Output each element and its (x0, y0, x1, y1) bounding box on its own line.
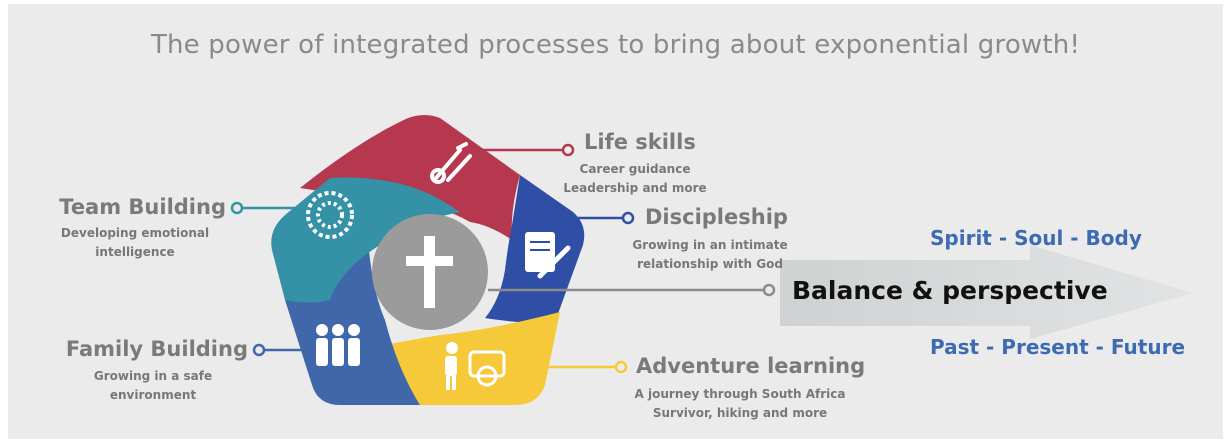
arrow-top-text: Spirit - Soul - Body (930, 226, 1142, 250)
label-team-building-line-1: Developing emotional (60, 226, 210, 240)
tools-icon (430, 142, 472, 184)
label-team-building-heading: Team Building (59, 195, 226, 219)
label-discipleship-heading: Discipleship (645, 205, 788, 229)
connector-dot-life-skills (561, 143, 575, 157)
connector-dot-discipleship (621, 211, 635, 225)
label-life-skills-line-1: Career guidance (579, 162, 691, 176)
label-discipleship-line-2: relationship with God (637, 257, 783, 271)
label-family-building-heading: Family Building (65, 337, 248, 361)
connector-dot-adventure-learning (614, 360, 628, 374)
balance-arrow (780, 245, 1193, 339)
label-adventure-learning-heading: Adventure learning (636, 354, 866, 378)
label-discipleship-line-1: Growing in an intimate (632, 238, 788, 252)
connector-dot-team-building (230, 201, 244, 215)
label-family-building-line-2: environment (109, 388, 197, 402)
notebook-pen-icon (525, 232, 571, 279)
label-adventure-learning-line-2: Survivor, hiking and more (652, 406, 828, 420)
connector-dot-family-building (252, 343, 266, 357)
arrow-label: Balance & perspective (792, 276, 1108, 305)
label-adventure-learning-line-1: A journey through South Africa (634, 387, 846, 401)
segment-adventure-learning (385, 312, 560, 405)
label-team-building-line-2: intelligence (95, 245, 175, 259)
label-life-skills-line-2: Leadership and more (563, 181, 707, 195)
label-family-building-line-1: Growing in a safe (93, 369, 213, 383)
connector-dot-balance (762, 283, 776, 297)
diagram-title: The power of integrated processes to bri… (150, 30, 1081, 60)
circle-of-people-icon (306, 191, 354, 239)
label-life-skills-heading: Life skills (584, 130, 696, 154)
family-icon (316, 324, 360, 366)
arrow-bottom-text: Past - Present - Future (930, 335, 1186, 359)
hiker-icon (445, 342, 506, 390)
cross-icon (406, 236, 453, 308)
